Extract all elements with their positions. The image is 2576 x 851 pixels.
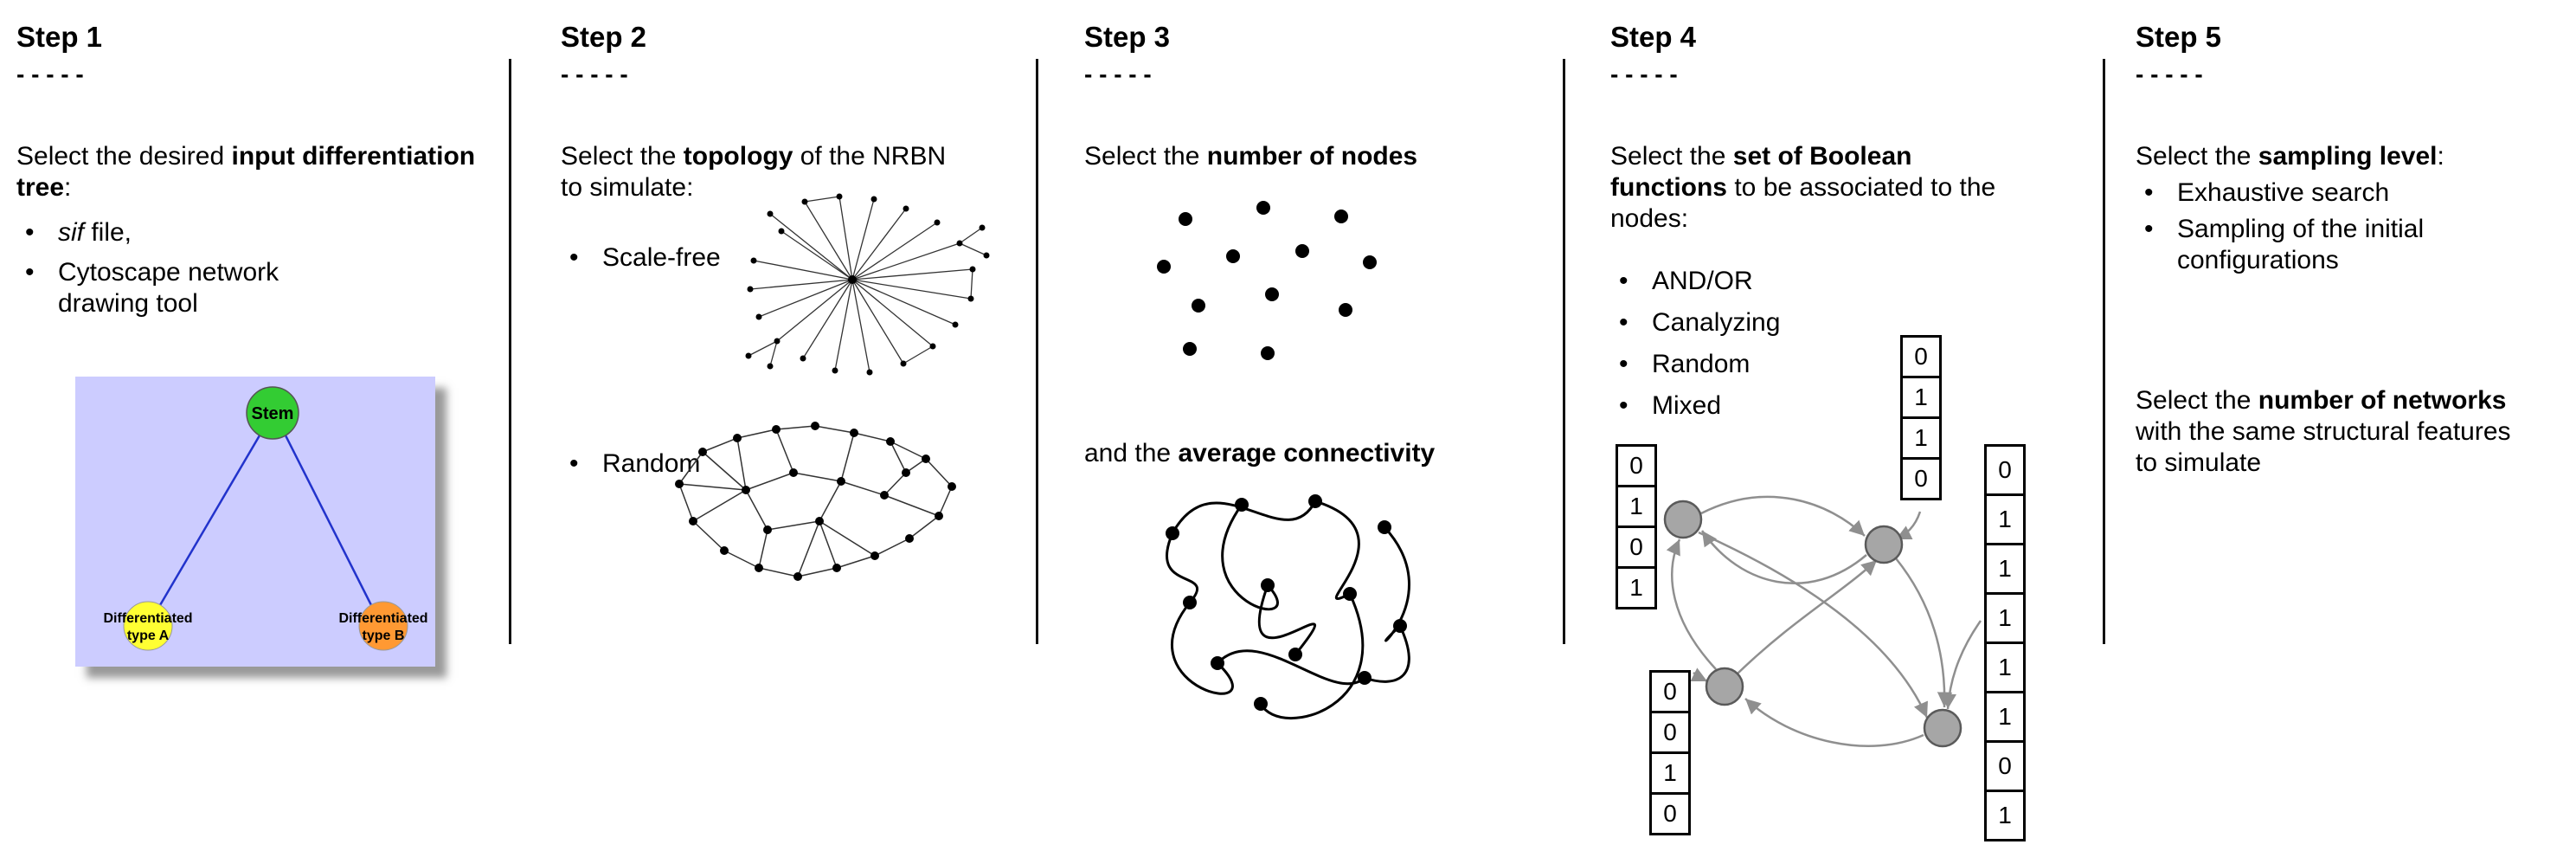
bool-cell: 1 [1984, 543, 2026, 595]
bool-cell: 1 [1616, 566, 1657, 609]
bool-cell: 1 [1984, 790, 2026, 841]
boolean-network-svg [1663, 495, 1982, 748]
bullet-icon: • [1619, 308, 1628, 337]
bullet-icon: • [1619, 350, 1628, 378]
differentiated-type-b-node [358, 601, 408, 651]
boolean-node-1 [1663, 500, 1703, 539]
bullet-icon: • [2144, 178, 2154, 207]
bullet-sif-file: • sif file, [25, 218, 132, 247]
bool-cell: 1 [1984, 641, 2026, 693]
step-2-dashes: - - - - - [561, 61, 628, 87]
boolean-network-graphic: 0 1 1 0 0 1 0 1 0 0 1 0 0 1 1 1 [1610, 335, 2031, 851]
bullet-icon: • [1619, 391, 1628, 420]
step-2-intro: Select the topology of the NRBN to simul… [561, 142, 947, 202]
bullet-mixed: • Mixed [1619, 391, 1722, 420]
step-1-dashes: - - - - - [16, 61, 84, 87]
stem-node [246, 386, 299, 440]
bool-cell: 1 [1984, 592, 2026, 644]
bullet-and-or: • AND/OR [1619, 267, 1753, 295]
scale-free-network-graphic [745, 193, 990, 376]
bool-cell: 0 [1984, 444, 2026, 496]
type-b-label-line1: Differentiated [338, 611, 427, 626]
step-1-panel: Step 1 - - - - - Select the desired inpu… [16, 0, 484, 851]
step-5-panel: Step 5 - - - - - Select the sampling lev… [2136, 0, 2573, 851]
step-4-intro: Select the set of Boolean functions to b… [1610, 142, 1996, 233]
step-5-dashes: - - - - - [2136, 61, 2203, 87]
bullet-icon: • [2144, 215, 2154, 243]
bullet-cytoscape: • Cytoscape network drawing tool [25, 258, 279, 318]
type-b-label-line2: type B [363, 629, 405, 643]
step-5-intro: Select the sampling level: [2136, 142, 2444, 171]
type-a-label-line1: Differentiated [103, 611, 192, 626]
bool-cell: 1 [1900, 416, 1942, 460]
step-2-title: Step 2 [561, 21, 647, 53]
boolean-node-4 [1923, 708, 1963, 748]
step-5-title: Step 5 [2136, 21, 2222, 53]
differentiation-tree-svg: Stem Differentiated type A Differentiate… [103, 386, 428, 651]
step-3-line2: and the average connectivity [1084, 439, 1436, 467]
boolean-node-2 [1864, 525, 1904, 564]
step-2-panel: Step 2 - - - - - Select the topology of … [561, 0, 990, 851]
bool-cell: 1 [1616, 485, 1657, 528]
tree-edge-stem-to-b [284, 435, 373, 606]
step-4-panel: Step 4 - - - - - Select the set of Boole… [1610, 0, 2026, 851]
bullet-icon: • [1619, 267, 1628, 295]
bool-cell: 0 [1649, 711, 1691, 754]
bullet-scale-free: • Scale-free [569, 243, 721, 272]
step-3-title: Step 3 [1084, 21, 1171, 53]
boolean-node-3 [1705, 667, 1744, 706]
bool-cell: 0 [1649, 792, 1691, 835]
step-4-dashes: - - - - - [1610, 61, 1678, 87]
bool-cell: 0 [1984, 740, 2026, 792]
bullet-exhaustive-search: • Exhaustive search [2144, 178, 2390, 207]
column-divider [2103, 59, 2105, 644]
step-4-title: Step 4 [1610, 21, 1697, 53]
step-1-title: Step 1 [16, 21, 103, 53]
step-5-number-of-networks: Select the number of networks with the s… [2136, 386, 2511, 477]
step-3-dashes: - - - - - [1084, 61, 1152, 87]
truth-table-left: 0 1 0 1 [1616, 444, 1657, 609]
bool-cell: 1 [1984, 691, 2026, 743]
differentiation-tree-image: Stem Differentiated type A Differentiate… [75, 377, 435, 667]
truth-table-top: 0 1 1 0 [1900, 335, 1942, 500]
bool-cell: 1 [1984, 493, 2026, 545]
bullet-icon: • [569, 449, 579, 478]
bullet-canalyzing: • Canalyzing [1619, 308, 1781, 337]
bool-cell: 1 [1900, 376, 1942, 419]
bool-cell: 0 [1900, 335, 1942, 378]
differentiated-type-a-node [123, 601, 173, 651]
bullet-sampling-initial-configurations: • Sampling of the initial configurations [2144, 215, 2425, 274]
stem-label: Stem [252, 404, 294, 423]
step-1-intro: Select the desired input differentiation… [16, 142, 476, 202]
bool-cell: 1 [1649, 751, 1691, 795]
connectivity-tangle-graphic [1166, 494, 1410, 720]
column-divider [1036, 59, 1038, 644]
truth-table-bottom: 0 0 1 0 [1649, 670, 1691, 835]
step-3-line1: Select the number of nodes [1084, 142, 1418, 171]
bullet-icon: • [25, 258, 35, 287]
random-network-graphic [675, 422, 956, 581]
bullet-random-functions: • Random [1619, 350, 1751, 378]
bool-cell: 0 [1900, 457, 1942, 500]
truth-table-right: 0 1 1 1 1 1 0 1 [1984, 444, 2026, 841]
bool-cell: 0 [1616, 444, 1657, 487]
column-divider [509, 59, 511, 644]
column-divider [1563, 59, 1565, 644]
bool-cell: 0 [1649, 670, 1691, 713]
bullet-random: • Random [569, 449, 701, 478]
step-3-panel: Step 3 - - - - - Select the number of no… [1084, 0, 1558, 851]
type-a-label-line2: type A [127, 629, 170, 643]
nodes-dots-graphic [1157, 201, 1377, 360]
bullet-icon: • [25, 218, 35, 247]
tree-edge-stem-to-a [158, 435, 261, 606]
bullet-icon: • [569, 243, 579, 272]
bool-cell: 0 [1616, 525, 1657, 569]
